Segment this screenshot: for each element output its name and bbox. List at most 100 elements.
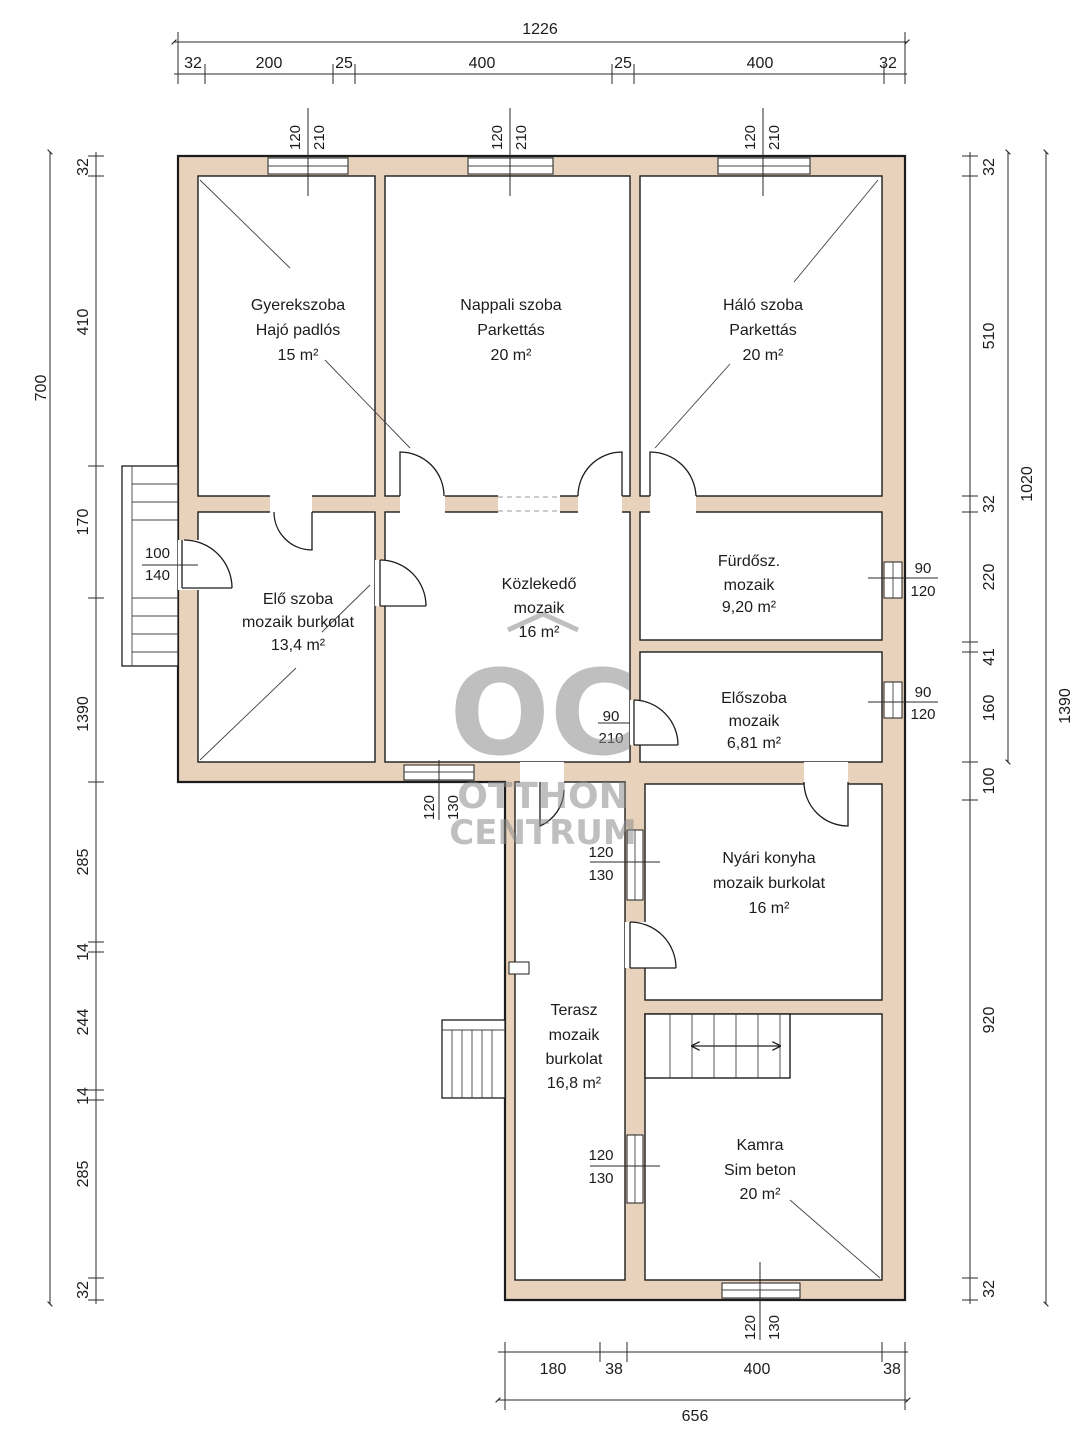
dim-right-2: 510 [981, 323, 998, 350]
room-nyari: Nyári konyha mozaik burkolat 16 m² [713, 850, 826, 917]
win-top-2-w: 120 [489, 125, 506, 150]
room-floor-type: Sim beton [724, 1162, 796, 1179]
dim-left-5: 285 [75, 849, 92, 876]
dim-right-6: 160 [981, 695, 998, 722]
win-bl-h: 130 [445, 795, 462, 820]
room-area: 20 m² [743, 347, 785, 364]
room-name: Háló szoba [723, 297, 803, 314]
dim-left-9: 285 [75, 1161, 92, 1188]
dim-left-6: 14 [75, 943, 92, 961]
win-top-2-h: 210 [513, 125, 530, 150]
win-hall2-h: 120 [910, 706, 935, 723]
room-floor-type: mozaik burkolat [242, 614, 355, 631]
dim-right-9: 32 [981, 1280, 998, 1298]
room-area: 15 m² [278, 347, 320, 364]
win-hall2-w: 90 [915, 684, 932, 701]
dim-bottom-3: 400 [744, 1361, 771, 1378]
floor-furdo [639, 511, 883, 641]
room-name: Fürdősz. [718, 553, 780, 570]
floor-halo [639, 175, 883, 497]
room-floor-type: mozaik [514, 600, 566, 617]
room-halo: Háló szoba Parkettás 20 m² [723, 297, 803, 364]
win-br-h: 130 [766, 1315, 783, 1340]
room-floor-type: mozaik [549, 1027, 601, 1044]
room-floor-type: mozaik burkolat [713, 875, 826, 892]
room-floor-type: Hajó padlós [256, 322, 341, 339]
floor-nappali [384, 175, 631, 497]
dim-left-total: 700 [33, 375, 50, 402]
watermark-otthon: OTTHON [457, 776, 628, 817]
entrance-door-w: 100 [145, 545, 170, 562]
win-top-3-h: 210 [766, 125, 783, 150]
staircase [644, 1013, 791, 1079]
room-name: Elő szoba [263, 591, 333, 608]
room-area: 6,81 m² [727, 735, 782, 752]
room-name: Nappali szoba [460, 297, 562, 314]
opening-living-hall [498, 494, 560, 514]
room-floor-type: mozaik [729, 713, 781, 730]
dim-bottom-1: 180 [540, 1361, 567, 1378]
dim-top-3: 25 [335, 55, 353, 72]
room-terasz: Terasz mozaik burkolat 16,8 m² [546, 1002, 603, 1092]
entrance-door-h: 140 [145, 567, 170, 584]
room-furdo: Fürdősz. mozaik 9,20 m² [718, 553, 780, 616]
dim-right-3: 32 [981, 495, 998, 513]
win-bath-w: 90 [915, 560, 932, 577]
room-area: 16,8 m² [547, 1075, 602, 1092]
dim-right-1: 32 [981, 158, 998, 176]
room-area: 9,20 m² [722, 599, 777, 616]
room-name: Terasz [550, 1002, 597, 1019]
win-terrace-2-w: 120 [588, 1147, 613, 1164]
room-name: Kamra [736, 1137, 783, 1154]
win-br-w: 120 [742, 1315, 759, 1340]
dim-top-7: 32 [879, 55, 897, 72]
dim-top-5: 25 [614, 55, 632, 72]
floor-eloszoba2 [639, 651, 883, 763]
floor-kozlekedo [384, 511, 631, 763]
dim-bottom-4: 38 [883, 1361, 901, 1378]
room-floor-type-2: burkolat [546, 1051, 603, 1068]
windows [267, 157, 903, 1299]
exterior-steps-west [121, 465, 179, 667]
dim-right-upper-total: 1020 [1019, 466, 1036, 502]
watermark-centrum: CENTRUM [449, 813, 636, 853]
win-terrace-1-w: 120 [588, 844, 613, 861]
floor-terasz [514, 781, 626, 1281]
leader-lines [199, 179, 881, 1279]
room-kozlekedo: Közlekedő mozaik 16 m² [502, 576, 577, 641]
room-labels: Gyerekszoba Hajó padlós 15 m² Nappali sz… [242, 297, 826, 1203]
room-name: Közlekedő [502, 576, 577, 593]
room-area: 16 m² [749, 900, 791, 917]
doors [178, 451, 849, 975]
dim-top-4: 400 [469, 55, 496, 72]
room-kamra: Kamra Sim beton 20 m² [724, 1137, 796, 1203]
win-top-1-w: 120 [287, 125, 304, 150]
room-floor-type: Parkettás [477, 322, 545, 339]
dim-right-8: 920 [981, 1007, 998, 1034]
room-name: Gyerekszoba [251, 297, 345, 314]
dim-left-1: 32 [75, 158, 92, 176]
room-area: 16 m² [519, 624, 561, 641]
opening-marks [142, 108, 938, 1340]
dim-top-2: 200 [256, 55, 283, 72]
room-area: 13,4 m² [271, 637, 326, 654]
dim-top-1: 32 [184, 55, 202, 72]
room-nappali: Nappali szoba Parkettás 20 m² [460, 297, 562, 364]
room-name: Előszoba [721, 690, 787, 707]
dim-bottom-total: 656 [682, 1408, 709, 1425]
dim-right-total: 1390 [1057, 688, 1074, 724]
dim-bottom-2: 38 [605, 1361, 623, 1378]
win-top-1-h: 210 [311, 125, 328, 150]
door-corridor-h: 210 [598, 730, 623, 747]
win-top-3-w: 120 [742, 125, 759, 150]
room-name: Nyári konyha [722, 850, 815, 867]
dim-right-4: 220 [981, 564, 998, 591]
room-eloszoba: Elő szoba mozaik burkolat 13,4 m² [242, 591, 355, 654]
dim-left-7: 244 [75, 1009, 92, 1036]
room-area: 20 m² [491, 347, 533, 364]
door-corridor-w: 90 [603, 708, 620, 725]
room-floor-type: Parkettás [729, 322, 797, 339]
dim-left-3: 170 [75, 509, 92, 536]
watermark-logo: OC OTTHON CENTRUM [449, 611, 637, 853]
